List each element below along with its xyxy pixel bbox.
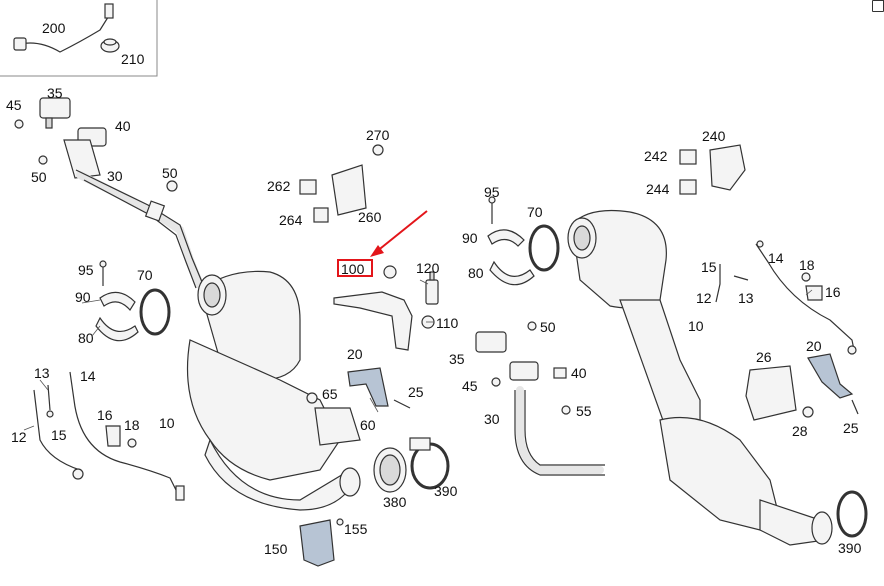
part-labels: 200 210 35 45 40 50 30 50 95 70 90 80 13…: [6, 20, 862, 557]
label-13: 13: [34, 365, 50, 381]
label-45: 45: [462, 378, 478, 394]
label-80: 80: [78, 330, 94, 346]
label-20: 20: [347, 346, 363, 362]
label-270: 270: [366, 127, 390, 143]
label-242: 242: [644, 148, 668, 164]
label-110: 110: [436, 315, 459, 331]
label-30: 30: [107, 168, 123, 184]
label-18: 18: [124, 417, 140, 433]
label-90: 90: [75, 289, 91, 305]
label-35: 35: [47, 85, 63, 101]
label-55: 55: [576, 403, 592, 419]
label-30: 30: [484, 411, 500, 427]
label-390: 390: [838, 540, 862, 556]
label-90: 90: [462, 230, 478, 246]
inset-box: [0, 0, 158, 77]
label-50: 50: [540, 319, 556, 335]
external-link-icon[interactable]: [872, 0, 884, 12]
highlight-box: [337, 259, 373, 277]
label-25: 25: [408, 384, 424, 400]
label-16: 16: [825, 284, 841, 300]
label-50: 50: [162, 165, 178, 181]
label-390: 390: [434, 483, 458, 499]
label-40: 40: [571, 365, 587, 381]
label-264: 264: [279, 212, 303, 228]
label-45: 45: [6, 97, 22, 113]
label-10: 10: [159, 415, 175, 431]
label-10: 10: [688, 318, 704, 334]
label-15: 15: [701, 259, 717, 275]
label-60: 60: [360, 417, 376, 433]
label-120: 120: [416, 260, 440, 276]
label-260: 260: [358, 209, 382, 225]
label-70: 70: [137, 267, 153, 283]
label-65: 65: [322, 386, 338, 402]
label-13: 13: [738, 290, 754, 306]
label-100: 100: [341, 261, 365, 277]
label-12: 12: [11, 429, 27, 445]
label-14: 14: [80, 368, 96, 384]
label-70: 70: [527, 204, 543, 220]
label-240: 240: [702, 128, 726, 144]
center-parts: [299, 144, 439, 351]
leader-lines: [23, 279, 813, 431]
label-262: 262: [267, 178, 291, 194]
label-15: 15: [51, 427, 67, 443]
label-210: 210: [121, 51, 145, 67]
label-28: 28: [792, 423, 808, 439]
label-35: 35: [449, 351, 465, 367]
label-50: 50: [31, 169, 47, 185]
label-95: 95: [78, 262, 94, 278]
label-155: 155: [344, 521, 368, 537]
label-20: 20: [806, 338, 822, 354]
label-150: 150: [264, 541, 288, 557]
left-assembly: [14, 97, 450, 567]
label-380: 380: [383, 494, 407, 510]
label-25: 25: [843, 420, 859, 436]
label-26: 26: [756, 349, 772, 365]
label-244: 244: [646, 181, 670, 197]
label-200: 200: [42, 20, 66, 36]
label-80: 80: [468, 265, 484, 281]
label-14: 14: [768, 250, 784, 266]
red-arrow: [370, 210, 428, 257]
label-40: 40: [115, 118, 131, 134]
label-12: 12: [696, 290, 712, 306]
label-95: 95: [484, 184, 500, 200]
right-assembly: [475, 144, 868, 546]
label-16: 16: [97, 407, 113, 423]
label-18: 18: [799, 257, 815, 273]
